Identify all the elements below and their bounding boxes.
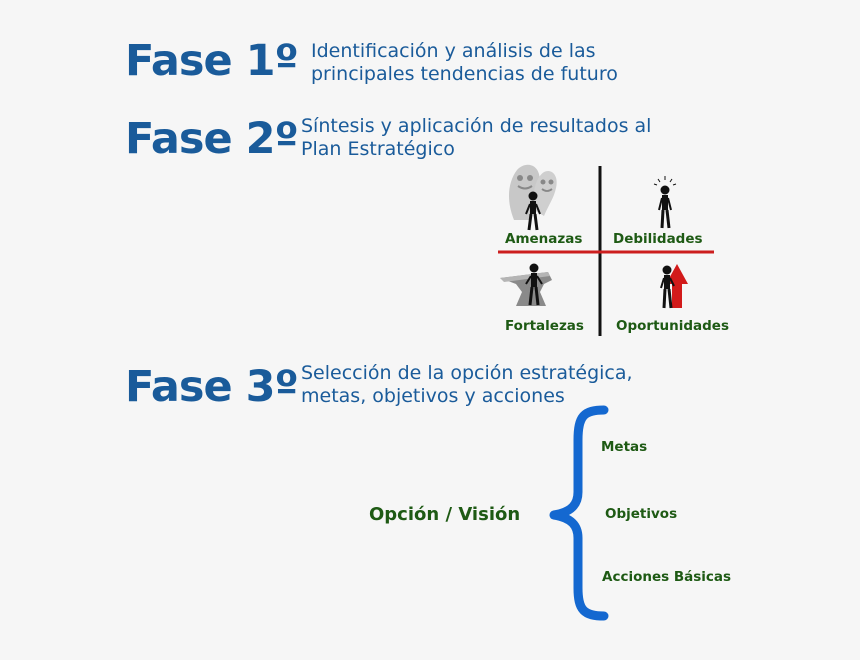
phase-1-desc-line-1: Identificación y análisis de las [311,40,596,62]
red-arrow-figure-icon [660,264,688,309]
phase-1-title: Fase 1º [125,36,299,86]
curly-brace-icon [549,405,609,621]
phase-3-desc-line-1: Selección de la opción estratégica, [301,362,633,384]
swot-fortalezas-label: Fortalezas [505,318,584,334]
phase-2-desc-line-2: Plan Estratégico [301,138,455,160]
confused-figure-icon [653,176,677,229]
swot-matrix [498,164,714,336]
phase-2-description: Síntesis y aplicación de resultados al P… [301,115,651,161]
swot-oportunidades-label: Oportunidades [616,318,730,334]
branch-acciones-basicas: Acciones Básicas [602,569,732,585]
phase-2-title: Fase 2º [125,114,299,164]
vision-label: Opción / Visión [369,504,521,525]
ghosts-figure-icon [508,164,557,231]
swot-amenazas-label: Amenazas [505,231,583,247]
phase-3-description: Selección de la opción estratégica, meta… [301,362,633,408]
swot-debilidades-label: Debilidades [613,231,703,247]
anvil-figure-icon [500,263,552,306]
phase-2-desc-line-1: Síntesis y aplicación de resultados al [301,115,652,137]
phase-3-title: Fase 3º [125,362,299,412]
branch-metas: Metas [601,439,648,455]
phase-1-desc-line-2: principales tendencias de futuro [311,63,618,85]
branch-objetivos: Objetivos [605,506,678,522]
phase-1-description: Identificación y análisis de las princip… [311,40,618,86]
phase-3-desc-line-2: metas, objetivos y acciones [301,385,565,407]
